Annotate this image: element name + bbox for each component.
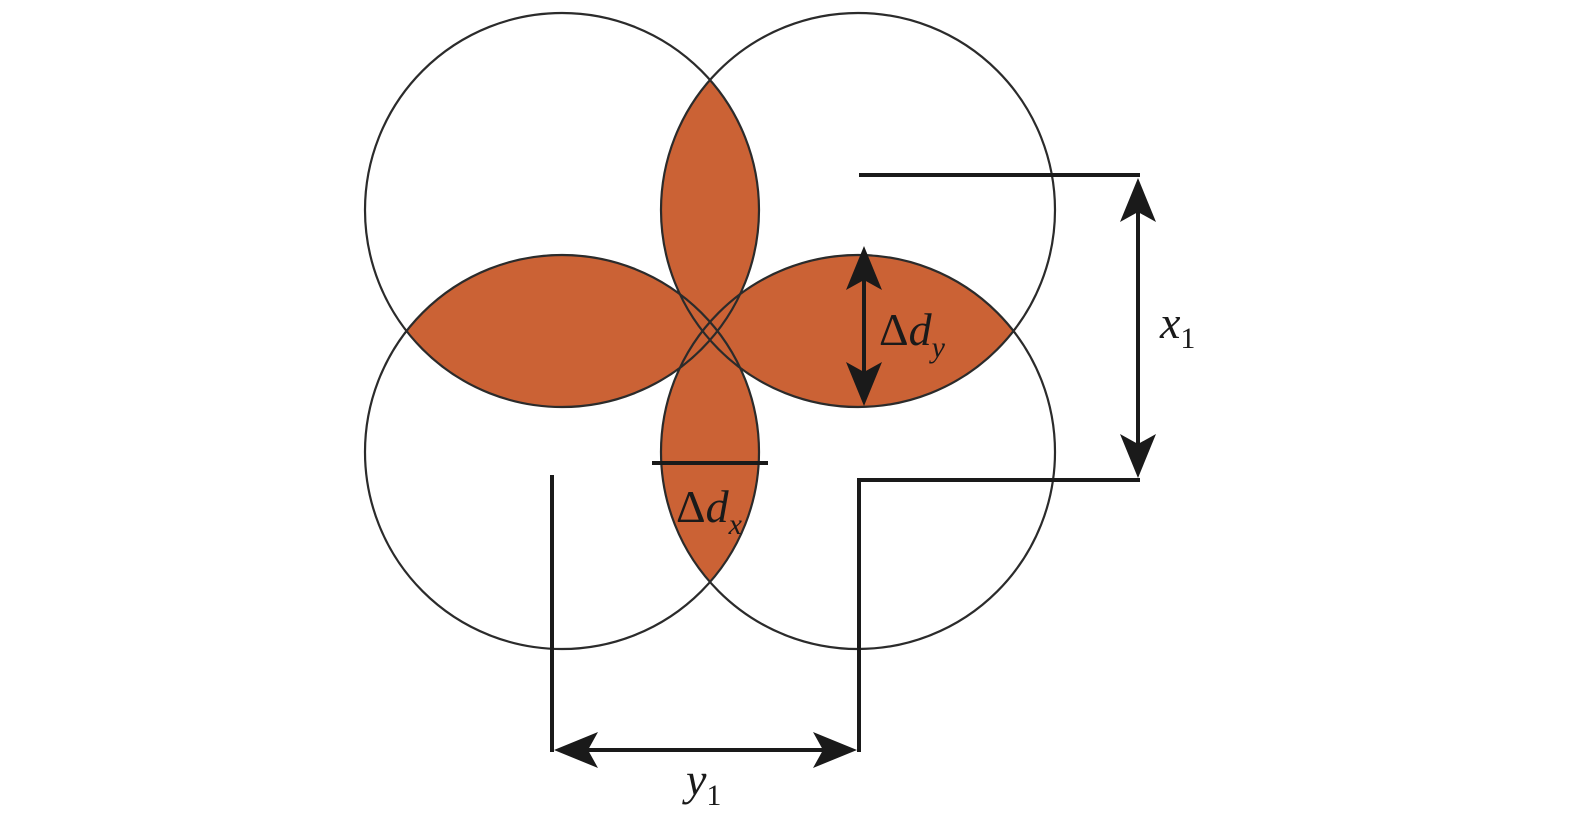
dy-arrowhead-down <box>846 362 882 406</box>
dy-arrowhead-up <box>846 246 882 290</box>
y1-dimension <box>550 475 861 768</box>
overlap-regions <box>365 13 1055 649</box>
dx-label: Δdx <box>676 481 743 541</box>
x1-dimension <box>859 173 1156 482</box>
dy-dimension-arrow <box>846 246 882 406</box>
y1-label: y1 <box>682 754 721 812</box>
overlap-left-lens <box>365 255 759 407</box>
circle-top-right <box>659 11 1057 409</box>
circle-bottom-left <box>363 253 761 651</box>
x1-label: x1 <box>1159 297 1195 355</box>
dy-label: Δdy <box>879 304 946 364</box>
x1-arrowhead-up <box>1120 178 1156 222</box>
y1-arrowhead-right <box>813 732 857 768</box>
x1-arrowhead-down <box>1120 434 1156 478</box>
overlap-right-lens <box>661 255 1055 407</box>
circle-top-left <box>363 11 761 409</box>
y1-arrowhead-left <box>554 732 598 768</box>
